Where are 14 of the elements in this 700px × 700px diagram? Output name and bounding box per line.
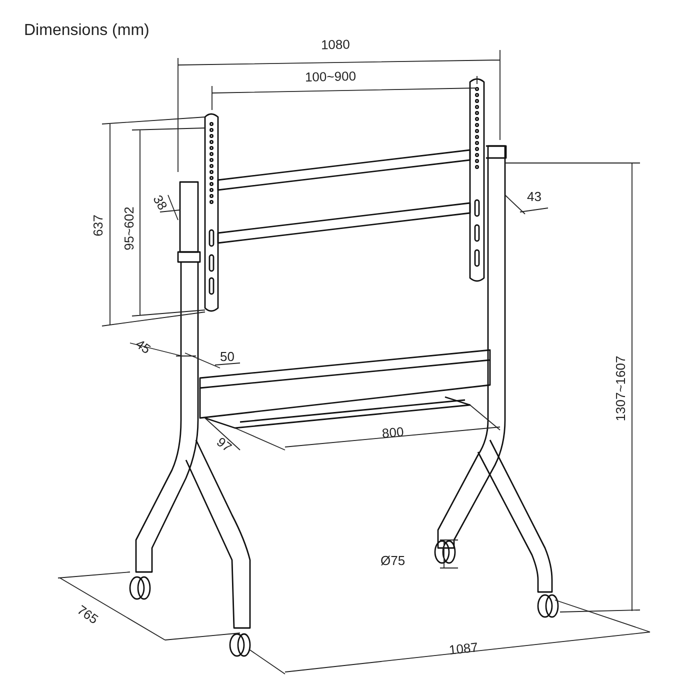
dimension-label: 1080 (320, 37, 350, 51)
dimension-label: 97 (214, 434, 234, 454)
dimension-label: Ø75 (380, 554, 406, 566)
title: Dimensions (mm) (24, 22, 150, 40)
dimension-label: 1307~1607 (614, 355, 627, 421)
dimension-label: 765 (75, 602, 100, 626)
dimension-label: 45 (134, 336, 153, 356)
dimension-label: 100~900 (304, 69, 356, 83)
dimension-label: 38 (151, 192, 170, 212)
dimension-label: 95~602 (122, 206, 136, 250)
dimension-label: 637 (91, 214, 104, 236)
dimension-label: 43 (527, 190, 542, 202)
dimension-label: 800 (381, 424, 404, 440)
dimension-label: 50 (220, 350, 234, 362)
